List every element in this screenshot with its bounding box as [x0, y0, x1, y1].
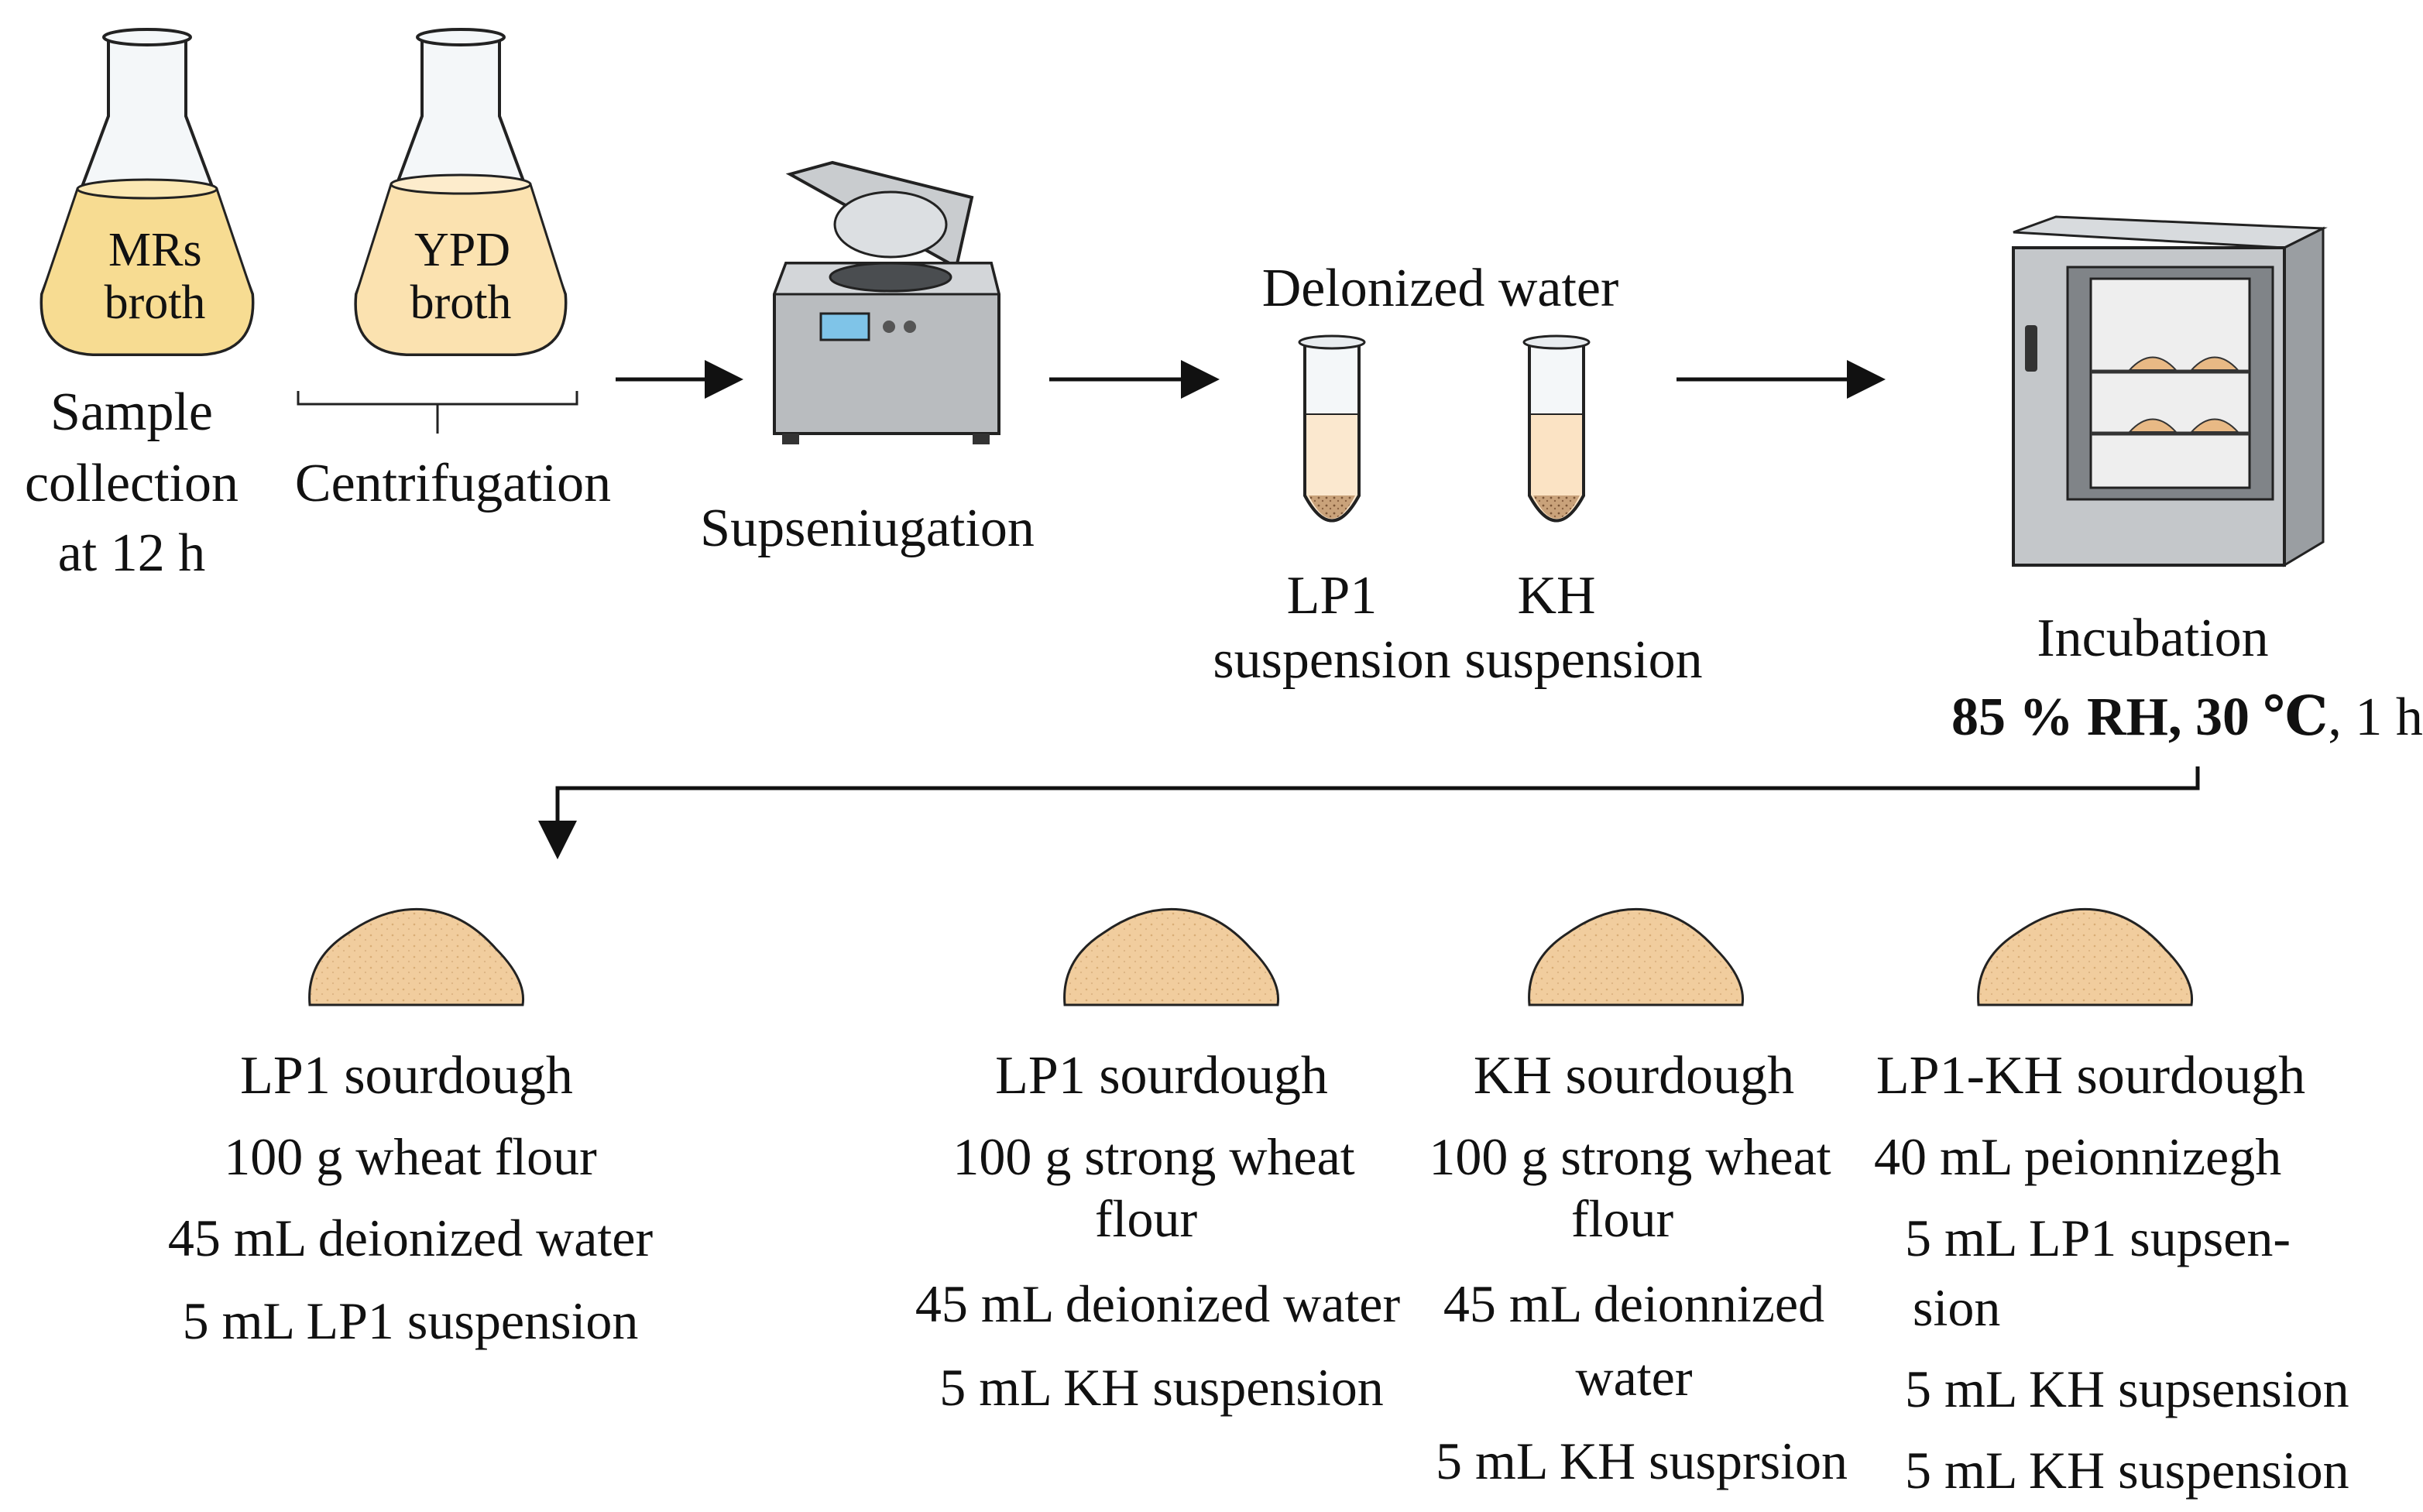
recipe-line: flour [1570, 1189, 1674, 1248]
recipe-line: 100 g strong wheat [1429, 1127, 1831, 1186]
supseniugation-label: Supseniugation [700, 499, 1035, 558]
dough-mound-3 [1528, 907, 1745, 1006]
flask-label-line2: broth [104, 276, 206, 329]
tube-lp1-label-line1: LP1 [1286, 566, 1378, 626]
flask-label-line1: YPD [414, 224, 511, 276]
recipe-line: 45 mL deionized water [167, 1209, 654, 1267]
sourdough-title: LP1 sourdough [995, 1046, 1328, 1106]
sample-label-line1: Sample [50, 382, 213, 442]
incubator-icon [2012, 215, 2328, 567]
return-connector [538, 766, 2200, 859]
flask-ypd-broth [354, 28, 568, 356]
sourdough-title: LP1 sourdough [240, 1046, 573, 1106]
recipe-line: 45 mL deionized water [915, 1274, 1401, 1333]
tube-kh [1522, 334, 1591, 523]
recipe-line: 40 mL peionnizegh [1874, 1127, 2282, 1186]
flask-mrs-broth [39, 28, 255, 356]
tube-kh-label-line2: suspension [1464, 630, 1703, 690]
centrifuge-icon [772, 160, 1000, 444]
recipe-line: 5 mL LP1 suspension [182, 1291, 639, 1350]
recipe-line: 5 mL KH suspension [1905, 1441, 2349, 1500]
tube-lp1-label-line2: suspension [1213, 630, 1451, 690]
incubation-conditions-main: 85 % RH, 30 ℃ [1951, 687, 2329, 747]
centrifugation-label: Centrifugation [294, 454, 612, 513]
tube-lp1 [1298, 334, 1366, 523]
sample-label-line3: at 12 h [57, 523, 206, 583]
recipe-line: flour [1094, 1189, 1198, 1248]
recipe-line: 100 g wheat flour [224, 1127, 597, 1186]
recipe-line: 45 mL deionnized [1443, 1274, 1825, 1333]
sourdough-title: LP1-KH sourdough [1876, 1046, 2306, 1106]
dough-mound-2 [1063, 907, 1280, 1006]
recipe-line: 5 mL KH susprsion [1435, 1431, 1848, 1490]
incubation-label: Incubation [2037, 609, 2269, 668]
dough-mound-4 [1977, 907, 2194, 1006]
sourdough-title: KH sourdough [1473, 1046, 1795, 1106]
sample-label-line2: collection [24, 454, 239, 513]
recipe-line: 5 mL LP1 supsen- [1905, 1209, 2291, 1267]
recipe-line: 100 g strong wheat [952, 1127, 1355, 1186]
tube-kh-label-line1: KH [1517, 566, 1596, 626]
recipe-line: sion [1913, 1278, 2001, 1337]
dough-mound-1 [308, 907, 525, 1006]
flask-label-line1: MRs [108, 224, 202, 276]
recipe-line: water [1575, 1348, 1693, 1407]
recipe-line: 5 mL KH supsension [1905, 1359, 2349, 1418]
incubation-conditions-time: , 1 h [2328, 687, 2423, 747]
deionized-water-label: Delonized water [1261, 259, 1619, 318]
recipe-line: 5 mL KH suspension [939, 1358, 1384, 1417]
incubation-conditions: 85 % RH, 30 ℃, 1 h [1951, 691, 2423, 745]
centrifugation-bracket [297, 391, 578, 434]
flask-label-line2: broth [410, 276, 512, 329]
